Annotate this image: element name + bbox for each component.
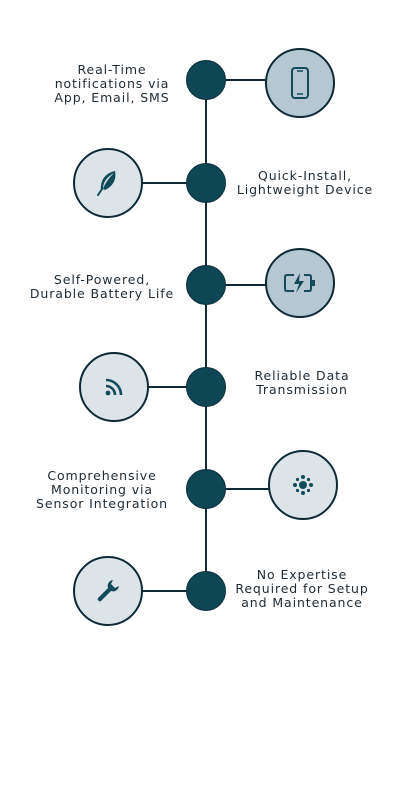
feature-icon-circle <box>268 450 338 520</box>
feature-icon-circle <box>73 556 143 626</box>
feather-icon <box>97 171 116 196</box>
timeline-node <box>186 163 226 203</box>
feature-label: Comprehensive Monitoring via Sensor Inte… <box>36 468 168 511</box>
timeline-node <box>186 60 226 100</box>
feature-icon-circle <box>265 48 335 118</box>
timeline-node <box>186 571 226 611</box>
feature-icon-circle <box>265 248 335 318</box>
wrench-icon <box>97 580 119 602</box>
connector-line <box>225 284 267 286</box>
timeline-node <box>186 469 226 509</box>
smartphone-icon <box>291 67 309 99</box>
feature-icon-circle <box>73 148 143 218</box>
connector-line <box>141 182 189 184</box>
feature-label: Quick-Install, Lightweight Device <box>236 168 374 197</box>
feature-icon-circle <box>79 352 149 422</box>
timeline-spine <box>205 80 207 592</box>
connector-line <box>225 488 270 490</box>
feature-label: Real-Time notifications via App, Email, … <box>54 62 170 105</box>
rss-signal-icon <box>105 378 123 396</box>
sensor-hub-icon <box>293 475 313 495</box>
timeline-node <box>186 265 226 305</box>
feature-label: No Expertise Required for Setup and Main… <box>235 567 369 610</box>
connector-line <box>147 386 189 388</box>
feature-label: Self-Powered, Durable Battery Life <box>29 272 175 301</box>
feature-label: Reliable Data Transmission <box>254 368 350 397</box>
connector-line <box>141 590 189 592</box>
timeline-node <box>186 367 226 407</box>
connector-line <box>225 79 267 81</box>
battery-charging-icon <box>284 273 315 293</box>
